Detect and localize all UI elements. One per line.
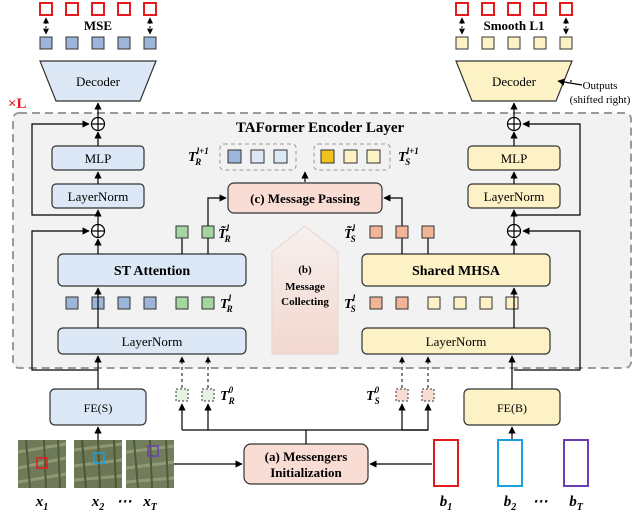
input-x-label-3: xT (142, 494, 158, 513)
message-collecting-arrow (271, 225, 339, 355)
left-mse-arrows (43, 17, 153, 35)
message-passing-block (227, 182, 383, 214)
shared-mhsa-block (361, 253, 551, 287)
left-layernorm-bottom (57, 327, 247, 355)
input-b-label-1: b2 (504, 494, 517, 513)
image-inputs (17, 439, 175, 489)
right-mid-tokens (369, 296, 519, 310)
bbox-2 (497, 439, 523, 487)
right-decoder (455, 60, 573, 102)
messengers-init-label-0: (a) Messengers (265, 449, 348, 464)
right-layernorm-top-label: LayerNorm (484, 189, 545, 204)
smooth-l1-label: Smooth L1 (483, 18, 544, 33)
left-mid-tokens (65, 296, 215, 310)
input-b-label-2: ⋯ (533, 494, 549, 510)
fe-s-label: FE(S) (84, 401, 113, 415)
input-x-label-2: ⋯ (117, 494, 133, 510)
left-initial-messengers (175, 388, 215, 402)
right-layernorm-bottom (361, 327, 551, 355)
shared-mhsa-label: Shared MHSA (412, 264, 501, 279)
message-collecting-label-0: (b) (298, 264, 312, 276)
left-output-tokens (39, 2, 157, 16)
encoder-layer-title: TAFormer Encoder Layer (236, 120, 405, 136)
message-passing-label: (c) Message Passing (250, 191, 360, 206)
message-collecting-label-1: Message (285, 281, 325, 293)
left-layernorm-bottom-label: LayerNorm (122, 334, 183, 349)
st-attention-block (57, 253, 247, 287)
input-b-label-3: bT (569, 494, 584, 513)
bbox-inputs (433, 439, 589, 487)
bbox-1 (433, 439, 459, 487)
input-labels: x1 x2 ⋯ xT b1 b2 ⋯ bT (35, 494, 584, 513)
right-loss-arrows (459, 17, 569, 35)
outputs-shifted-label: (shifted right) (570, 94, 631, 106)
right-decoder-label: Decoder (492, 74, 537, 89)
input-x-label-1: x2 (91, 494, 105, 513)
message-collecting-label-2: Collecting (281, 296, 329, 308)
right-layernorm-bottom-label: LayerNorm (426, 334, 487, 349)
right-attended-messengers (369, 225, 435, 239)
left-flow-arrows (31, 102, 227, 440)
right-flow-arrows (383, 78, 583, 440)
input-x-label-0: x1 (35, 494, 49, 513)
repeat-label: ×L (8, 96, 27, 112)
right-dashed-arrows (399, 356, 431, 388)
left-mlp-label: MLP (85, 151, 112, 166)
right-initial-messengers (395, 388, 435, 402)
right-pred-tokens (455, 36, 573, 50)
right-mlp-label: MLP (501, 151, 528, 166)
outputs-label: Outputs (583, 80, 618, 92)
left-pred-tokens (39, 36, 157, 50)
bbox-t (563, 439, 589, 487)
mse-label: MSE (84, 18, 112, 33)
fe-b-label: FE(B) (497, 401, 527, 415)
left-attended-messengers (175, 225, 215, 239)
frame-image-t (125, 439, 175, 489)
init-flow-arrows (170, 403, 432, 468)
frame-image-1 (17, 439, 67, 489)
left-decoder (39, 60, 157, 102)
left-decoder-label: Decoder (76, 74, 121, 89)
input-b-label-0: b1 (440, 494, 453, 513)
right-output-tokens (455, 2, 573, 16)
frame-image-2 (73, 439, 123, 489)
left-layernorm-top-label: LayerNorm (68, 189, 129, 204)
st-attention-label: ST Attention (114, 264, 191, 279)
left-dashed-arrows (179, 356, 211, 388)
messengers-init-label-1: Initialization (270, 465, 342, 480)
